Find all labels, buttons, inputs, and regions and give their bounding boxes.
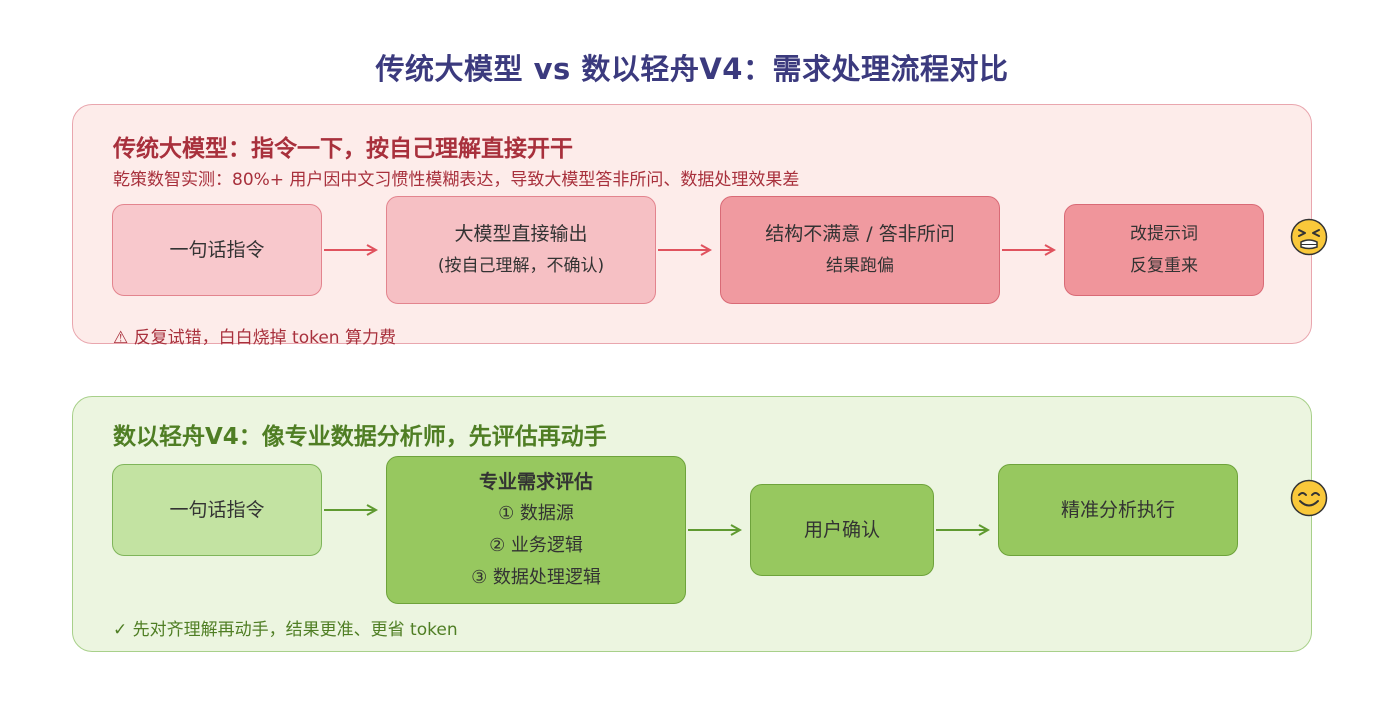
step-detail: 结果跑偏 xyxy=(826,256,894,276)
main-title: 传统大模型 vs 数以轻舟V4：需求处理流程对比 xyxy=(375,52,1009,86)
step-label: 改提示词 xyxy=(1130,224,1198,244)
traditional-step-retry: 改提示词 反复重来 xyxy=(1064,204,1264,296)
step-detail-processing-logic: ③ 数据处理逻辑 xyxy=(471,567,601,588)
traditional-step-instruction: 一句话指令 xyxy=(112,204,322,296)
step-detail: (按自己理解，不确认) xyxy=(437,256,605,276)
v4-panel-note: ✓ 先对齐理解再动手，结果更准、更省 token xyxy=(113,620,458,640)
v4-step-requirement-assessment: 专业需求评估 ① 数据源 ② 业务逻辑 ③ 数据处理逻辑 xyxy=(386,456,686,604)
traditional-panel-title: 传统大模型：指令一下，按自己理解直接开干 xyxy=(113,136,573,162)
step-label: 用户确认 xyxy=(803,519,880,541)
step-detail-data-source: ① 数据源 xyxy=(498,503,574,524)
step-label: 结构不满意 / 答非所问 xyxy=(765,223,955,245)
step-label: 一句话指令 xyxy=(169,499,265,521)
smiling-face-icon xyxy=(1290,479,1328,517)
v4-step-instruction: 一句话指令 xyxy=(112,464,322,556)
step-detail-business-logic: ② 业务逻辑 xyxy=(489,535,583,556)
traditional-panel-note: ⚠ 反复试错，白白烧掉 token 算力费 xyxy=(113,328,396,348)
v4-step-user-confirm: 用户确认 xyxy=(750,484,934,576)
step-label: 大模型直接输出 xyxy=(454,223,588,245)
traditional-step-unsatisfied: 结构不满意 / 答非所问 结果跑偏 xyxy=(720,196,1000,304)
traditional-panel-subtitle: 乾策数智实测：80%+ 用户因中文习惯性模糊表达，导致大模型答非所问、数据处理效… xyxy=(113,170,800,190)
v4-panel-title: 数以轻舟V4：像专业数据分析师，先评估再动手 xyxy=(113,424,607,450)
frustrated-face-icon xyxy=(1290,218,1328,256)
traditional-step-direct-output: 大模型直接输出 (按自己理解，不确认) xyxy=(386,196,656,304)
step-label: 一句话指令 xyxy=(169,239,265,261)
step-label: 专业需求评估 xyxy=(478,471,593,493)
step-detail: 反复重来 xyxy=(1130,256,1198,276)
step-label: 精准分析执行 xyxy=(1060,499,1175,521)
v4-step-precise-execution: 精准分析执行 xyxy=(998,464,1238,556)
